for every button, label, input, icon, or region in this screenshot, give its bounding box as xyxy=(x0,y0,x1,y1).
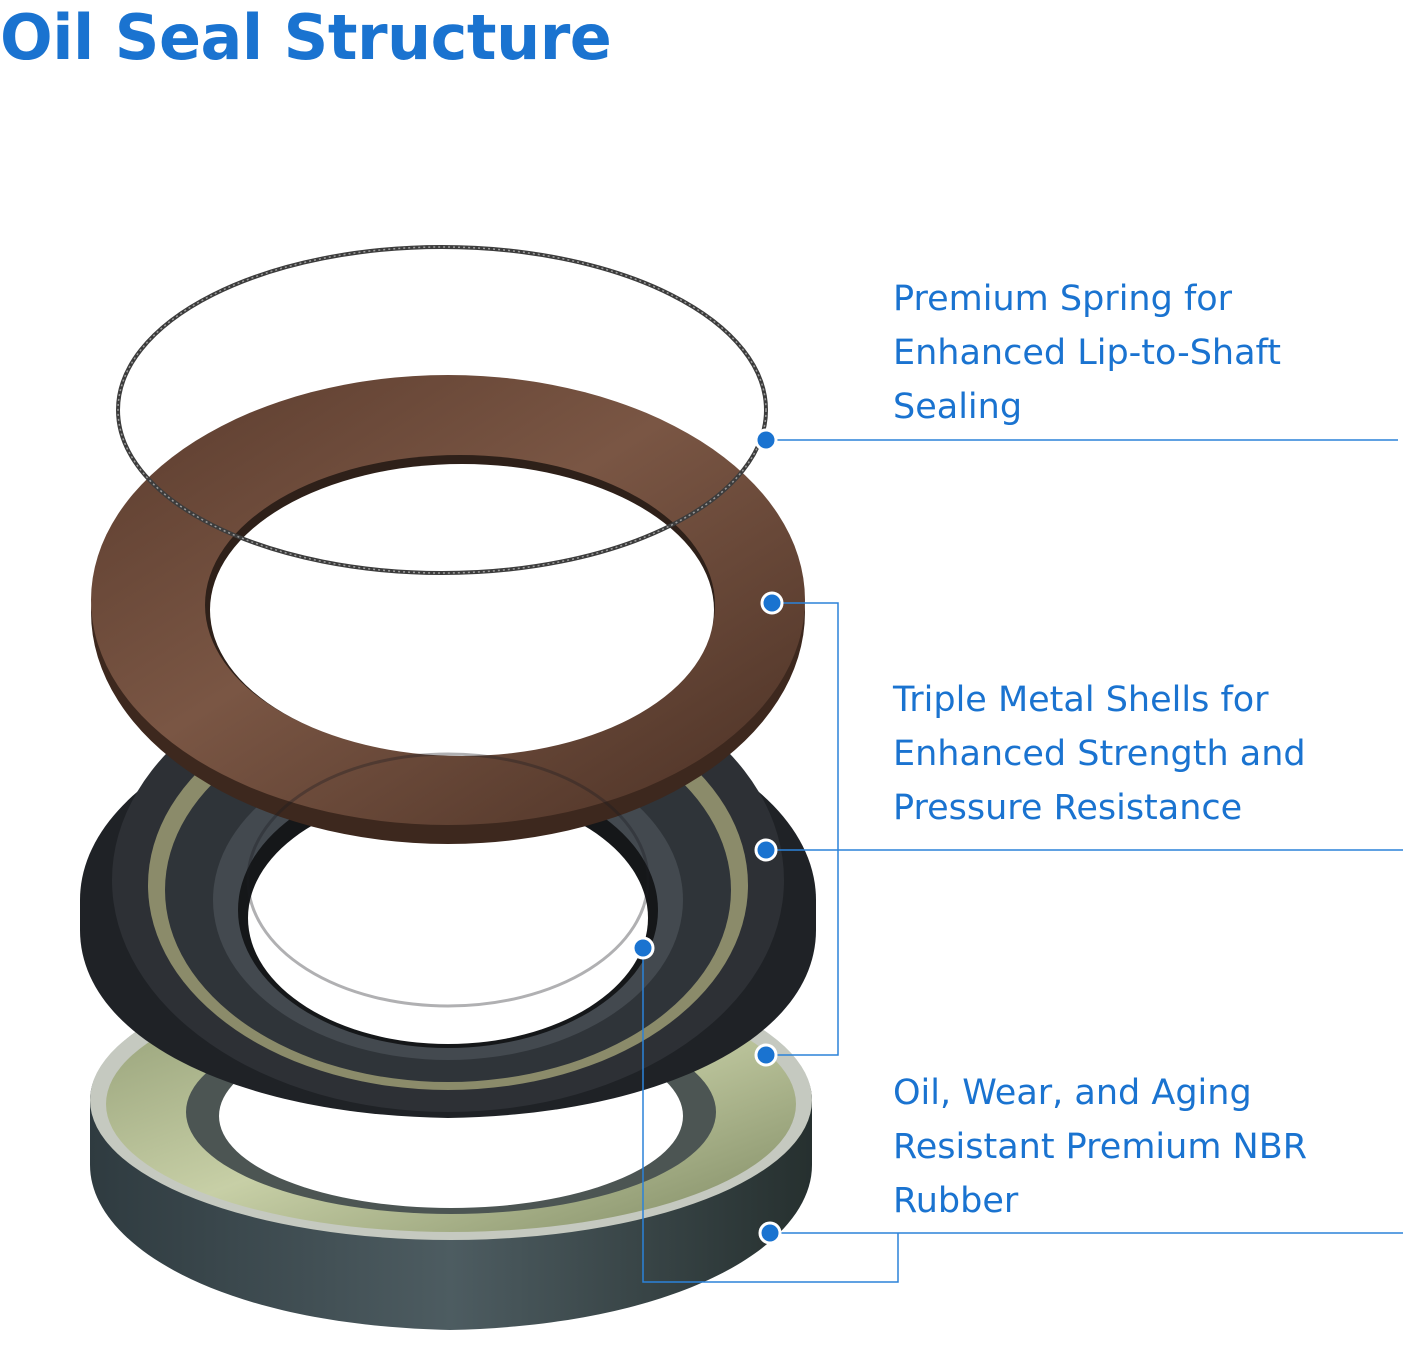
callout-rubber-line-3: Rubber xyxy=(893,1181,1019,1221)
callout-spring: Premium Spring for Enhanced Lip-to-Shaft… xyxy=(893,272,1281,434)
callout-rubber: Oil, Wear, and Aging Resistant Premium N… xyxy=(893,1066,1307,1228)
callout-shells-line-2: Enhanced Strength and xyxy=(893,734,1306,774)
callout-shells-line-1: Triple Metal Shells for xyxy=(893,680,1269,720)
callout-spring-line-1: Premium Spring for xyxy=(893,279,1233,319)
garter-spring xyxy=(116,245,768,575)
dot-marker-icon xyxy=(754,1043,778,1067)
callout-rubber-line-2: Resistant Premium NBR xyxy=(893,1127,1308,1167)
dot-marker-icon xyxy=(631,936,655,960)
dot-marker-icon xyxy=(760,591,784,615)
dot-marker-icon xyxy=(754,428,778,452)
leader-lines xyxy=(642,439,1403,1283)
callout-metal-shells: Triple Metal Shells for Enhanced Strengt… xyxy=(893,673,1306,835)
dot-marker-icon xyxy=(758,1221,782,1245)
callout-rubber-line-1: Oil, Wear, and Aging xyxy=(893,1073,1252,1113)
page-title: Oil Seal Structure xyxy=(0,1,612,74)
callout-spring-line-2: Enhanced Lip-to-Shaft xyxy=(893,333,1281,373)
callout-shells-line-3: Pressure Resistance xyxy=(893,788,1243,828)
dot-marker-icon xyxy=(754,838,778,862)
markers xyxy=(631,428,784,1245)
callout-spring-line-3: Sealing xyxy=(893,387,1023,427)
metal-shell-washer xyxy=(91,375,805,1008)
